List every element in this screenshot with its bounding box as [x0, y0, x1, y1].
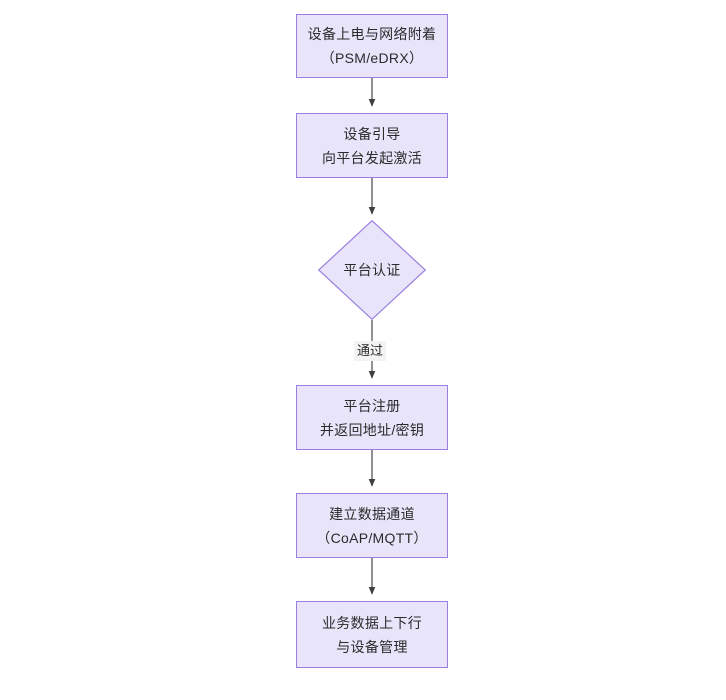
node-business-data-line-1: 业务数据上下行 — [321, 614, 423, 631]
edge-label-pass: 通过 — [354, 341, 387, 361]
node-bootstrap[interactable]: 设备引导 向平台发起激活 — [296, 113, 448, 178]
node-bootstrap-line-2: 向平台发起激活 — [321, 149, 423, 166]
node-data-channel-line-2: （CoAP/MQTT） — [316, 529, 428, 546]
node-data-channel-line-1: 建立数据通道 — [329, 505, 415, 522]
node-power-on-line-2: （PSM/eDRX） — [320, 50, 424, 66]
node-data-channel[interactable]: 建立数据通道 （CoAP/MQTT） — [296, 493, 448, 558]
node-platform-register[interactable]: 平台注册 并返回地址/密钥 — [296, 385, 448, 450]
node-platform-auth[interactable]: 平台认证 — [318, 220, 426, 320]
node-power-on-line-1: 设备上电与网络附着 — [307, 26, 437, 42]
node-platform-register-line-1: 平台注册 — [343, 397, 401, 414]
node-power-on[interactable]: 设备上电与网络附着 （PSM/eDRX） — [296, 14, 448, 78]
diamond-shape — [318, 220, 426, 320]
node-business-data-line-2: 与设备管理 — [336, 638, 408, 655]
node-platform-auth-label: 平台认证 — [343, 262, 401, 278]
node-platform-register-line-2: 并返回地址/密钥 — [319, 421, 425, 438]
node-bootstrap-line-1: 设备引导 — [343, 125, 401, 142]
node-business-data[interactable]: 业务数据上下行 与设备管理 — [296, 601, 448, 668]
